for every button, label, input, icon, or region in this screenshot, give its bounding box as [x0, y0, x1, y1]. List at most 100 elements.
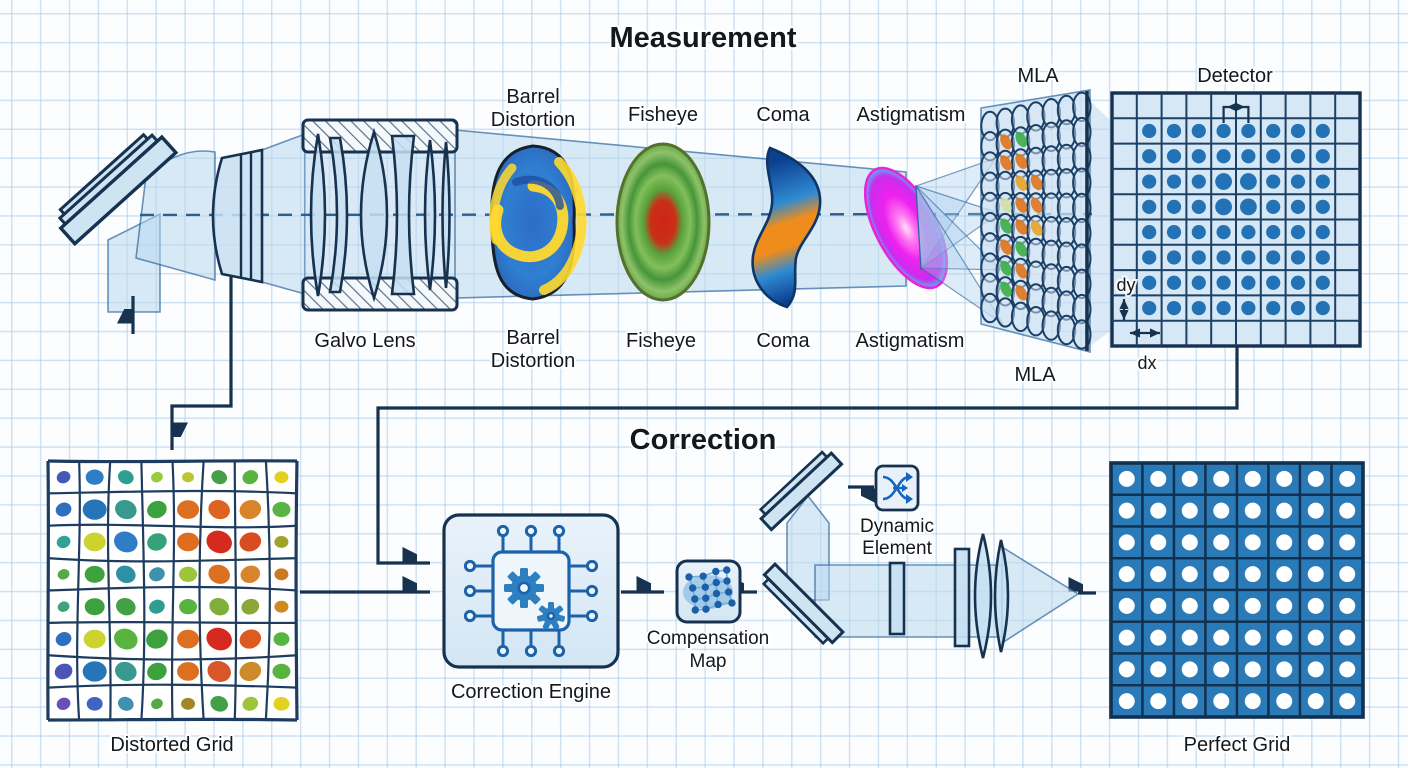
- distorted-grid: [46, 459, 299, 722]
- perfect-grid-dot: [1307, 693, 1324, 710]
- mesh-dot: [712, 578, 720, 587]
- distorted-gridline: [47, 620, 298, 625]
- detector-dot: [1315, 275, 1330, 290]
- perfect-grid-dot: [1118, 693, 1135, 710]
- barrel-housing-bottom: [301, 276, 459, 312]
- distorted-grid-dot: [114, 531, 138, 553]
- detector-dot: [1315, 123, 1330, 139]
- perfect-grid-dot: [1181, 661, 1198, 678]
- distorted-grid-dot: [177, 500, 200, 519]
- barrel-label-top-2: Distortion: [491, 109, 575, 131]
- distorted-grid-dot: [208, 564, 230, 584]
- astigmatism-label-top: Astigmatism: [857, 104, 966, 126]
- phase-plate-1: [888, 561, 906, 636]
- chip-pin: [585, 584, 599, 598]
- fisheye-element: [615, 142, 711, 302]
- distorted-grid-dot: [117, 696, 134, 711]
- distorted-grid-dot: [239, 532, 262, 552]
- barrel-lens-1: [309, 133, 327, 297]
- perfect-grid-dot: [1307, 629, 1324, 646]
- distorted-grid-dot: [273, 697, 290, 711]
- distorted-grid-dot: [82, 661, 107, 682]
- perfect-grid-dot: [1307, 502, 1324, 519]
- perfect-grid-label: Perfect Grid: [1184, 734, 1291, 756]
- distorted-grid-dot: [54, 663, 73, 680]
- chip-pin: [463, 584, 477, 598]
- chip-pin: [463, 609, 477, 623]
- perfect-grid-dot: [1181, 693, 1198, 710]
- dynamic-element-label-1: Dynamic: [860, 516, 934, 537]
- perfect-grid-dot: [1150, 502, 1167, 519]
- distorted-grid-dot: [86, 697, 103, 711]
- distorted-grid-dot: [177, 532, 200, 552]
- mla-spot: [1000, 134, 1012, 150]
- detector-dot: [1290, 300, 1306, 316]
- perfect-grid-dot: [1118, 566, 1135, 583]
- detector-dot: [1266, 149, 1281, 164]
- mla-label-bottom: MLA: [1014, 364, 1056, 386]
- detector-dot: [1266, 225, 1281, 240]
- perfect-grid-dot: [1213, 661, 1230, 678]
- perfect-grid-dot: [1276, 629, 1293, 646]
- mla-spot: [1030, 197, 1043, 214]
- detector-dot: [1216, 225, 1231, 240]
- detector-dot: [1266, 174, 1281, 189]
- perfect-grid-dot: [1118, 502, 1135, 519]
- fold-mirror: [761, 561, 846, 646]
- mla-spot: [1015, 131, 1028, 148]
- perfect-grid-dot: [1244, 470, 1261, 487]
- distorted-grid-dot: [241, 598, 260, 615]
- mla-spot: [1015, 153, 1028, 170]
- detector-dot: [1241, 250, 1256, 265]
- perfect-grid-dot: [1181, 470, 1198, 487]
- distorted-grid-dot: [56, 471, 71, 484]
- mla-spot: [1015, 263, 1028, 279]
- detector-dot: [1315, 250, 1330, 265]
- distorted-grid-dot: [114, 628, 138, 650]
- detector-dot: [1142, 123, 1157, 139]
- mla-spot: [1015, 285, 1028, 301]
- mesh-dot: [723, 577, 731, 585]
- perfect-grid-dot: [1181, 502, 1198, 519]
- arrow-lens-to-distorted-grid: [170, 277, 233, 450]
- distorted-grid-dot: [274, 568, 289, 581]
- distorted-grid-dot: [149, 567, 165, 582]
- distorted-grid-dot: [179, 599, 198, 615]
- distorted-grid-dot: [206, 627, 232, 651]
- distorted-gridline: [140, 460, 146, 721]
- mla-spot: [1015, 219, 1028, 235]
- perfect-grid-dot: [1118, 629, 1135, 646]
- chip-pin: [524, 644, 538, 658]
- barrel-lens-6: [441, 141, 451, 289]
- mla-spot: [1000, 260, 1012, 276]
- distorted-grid-dot: [242, 470, 259, 485]
- detector-dot: [1216, 300, 1231, 316]
- perfect-grid-dot: [1150, 629, 1167, 646]
- mesh-dot: [712, 567, 720, 576]
- mla-spot: [1000, 281, 1012, 297]
- chip-pin: [524, 524, 538, 538]
- mesh-dot: [691, 606, 699, 614]
- perfect-grid-dot: [1276, 693, 1293, 710]
- detector-dot: [1166, 275, 1182, 290]
- distorted-grid-dot: [240, 565, 261, 584]
- mesh-dot: [691, 595, 699, 603]
- distorted-grid-dot: [209, 597, 229, 616]
- perfect-grid-dot: [1244, 693, 1261, 710]
- arrowhead: [1227, 102, 1237, 112]
- perfect-grid-dot: [1150, 597, 1167, 614]
- relay-lens: [211, 148, 264, 284]
- distorted-grid-dot: [177, 629, 200, 649]
- distorted-gridline: [47, 683, 298, 689]
- detector-dot: [1290, 149, 1306, 164]
- perfect-grid-dot: [1213, 502, 1230, 519]
- perfect-grid-dot: [1213, 629, 1230, 646]
- distorted-grid-dot: [239, 629, 262, 649]
- perfect-grid-dot: [1181, 566, 1198, 583]
- labels-layer: Measurement Correction Barrel Distortion…: [108, 20, 1292, 758]
- mesh-dot: [702, 594, 710, 602]
- mesh-dot: [712, 589, 721, 598]
- detector-dot: [1191, 250, 1206, 265]
